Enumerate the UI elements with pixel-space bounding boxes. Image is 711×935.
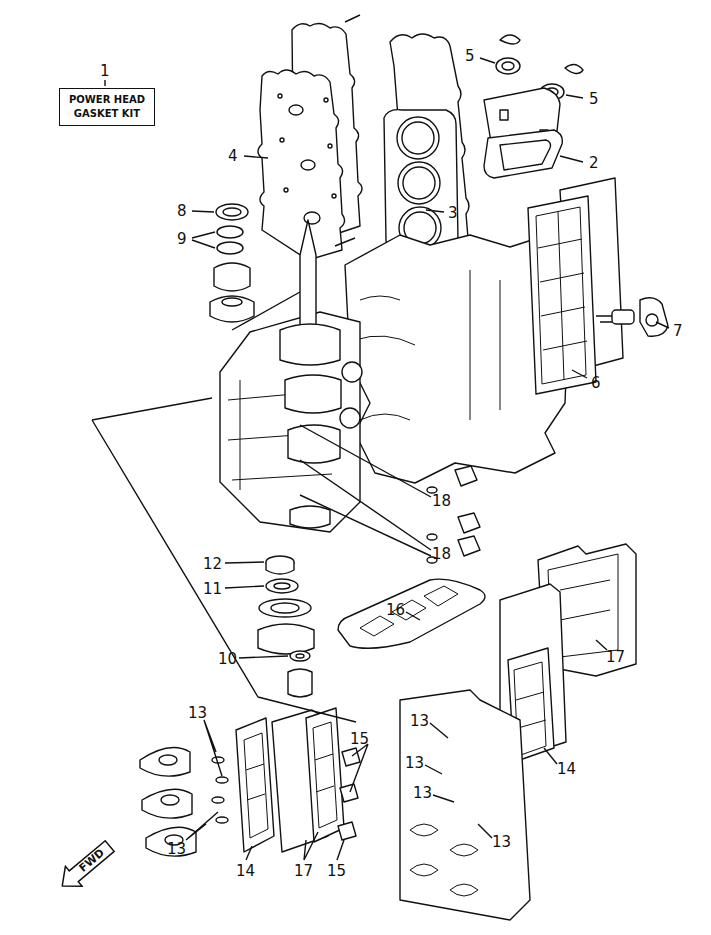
callout-wrap: 18 xyxy=(432,491,451,510)
callout-number: 13 xyxy=(413,784,432,802)
callout-number: 11 xyxy=(203,580,222,598)
callout-number: 15 xyxy=(327,862,346,880)
callout-number: 14 xyxy=(236,862,255,880)
callout-wrap: 13 xyxy=(410,711,429,730)
callout-number: 5 xyxy=(465,47,475,65)
callout-wrap: 1 xyxy=(100,61,110,80)
callout-number: 17 xyxy=(606,648,625,666)
callout-wrap: 14 xyxy=(236,861,255,880)
callout-wrap: 10 xyxy=(218,649,237,668)
callout-wrap: 13 xyxy=(167,839,186,858)
callout-wrap: 13 xyxy=(492,832,511,851)
callout-number: 13 xyxy=(405,754,424,772)
callout-wrap: 15 xyxy=(350,729,369,748)
callout-wrap: 11 xyxy=(203,579,222,598)
callout-number: 16 xyxy=(386,601,405,619)
callout-number: 8 xyxy=(177,202,187,220)
callout-wrap: 18 xyxy=(432,544,451,563)
callout-wrap: 3 xyxy=(448,203,458,222)
callout-number: 18 xyxy=(432,545,451,563)
callout-wrap: 13 xyxy=(405,753,424,772)
forward-arrow: FWD xyxy=(52,835,119,898)
callout-wrap: 12 xyxy=(203,554,222,573)
kit-title: POWER HEAD GASKET KIT xyxy=(66,93,148,121)
callout-number: 18 xyxy=(432,492,451,510)
callout-number: 1 xyxy=(100,62,110,80)
callout-wrap: 5 xyxy=(589,89,599,108)
callout-number: 12 xyxy=(203,555,222,573)
callout-number: 3 xyxy=(448,204,458,222)
callout-number: 9 xyxy=(177,230,187,248)
callout-number: 13 xyxy=(188,704,207,722)
callout-wrap: 17 xyxy=(294,861,313,880)
callout-wrap: 15 xyxy=(327,861,346,880)
callout-number: 5 xyxy=(589,90,599,108)
callout-number: 2 xyxy=(589,154,599,172)
callout-wrap: 8 xyxy=(177,201,187,220)
callout-number: 13 xyxy=(492,833,511,851)
callout-wrap: 13 xyxy=(188,703,207,722)
callout-wrap: 9 xyxy=(177,229,187,248)
callout-wrap: 5 xyxy=(465,46,475,65)
callout-number: 7 xyxy=(673,322,683,340)
kit-label-box: POWER HEAD GASKET KIT xyxy=(59,88,155,126)
arrow-text: FWD xyxy=(71,841,114,880)
callout-wrap: 14 xyxy=(557,759,576,778)
callout-number: 14 xyxy=(557,760,576,778)
callout-number: 10 xyxy=(218,650,237,668)
callout-wrap: 17 xyxy=(606,647,625,666)
callout-wrap: 6 xyxy=(591,373,601,392)
callout-number: 13 xyxy=(167,840,186,858)
callout-number: 17 xyxy=(294,862,313,880)
callout-wrap: 13 xyxy=(413,783,432,802)
callout-wrap: 16 xyxy=(386,600,405,619)
callout-number: 15 xyxy=(350,730,369,748)
callout-wrap: 7 xyxy=(673,321,683,340)
callout-number: 13 xyxy=(410,712,429,730)
callout-number: 4 xyxy=(228,147,238,165)
callout-number: 6 xyxy=(591,374,601,392)
callout-wrap: 2 xyxy=(589,153,599,172)
callout-wrap: 4 xyxy=(228,146,238,165)
